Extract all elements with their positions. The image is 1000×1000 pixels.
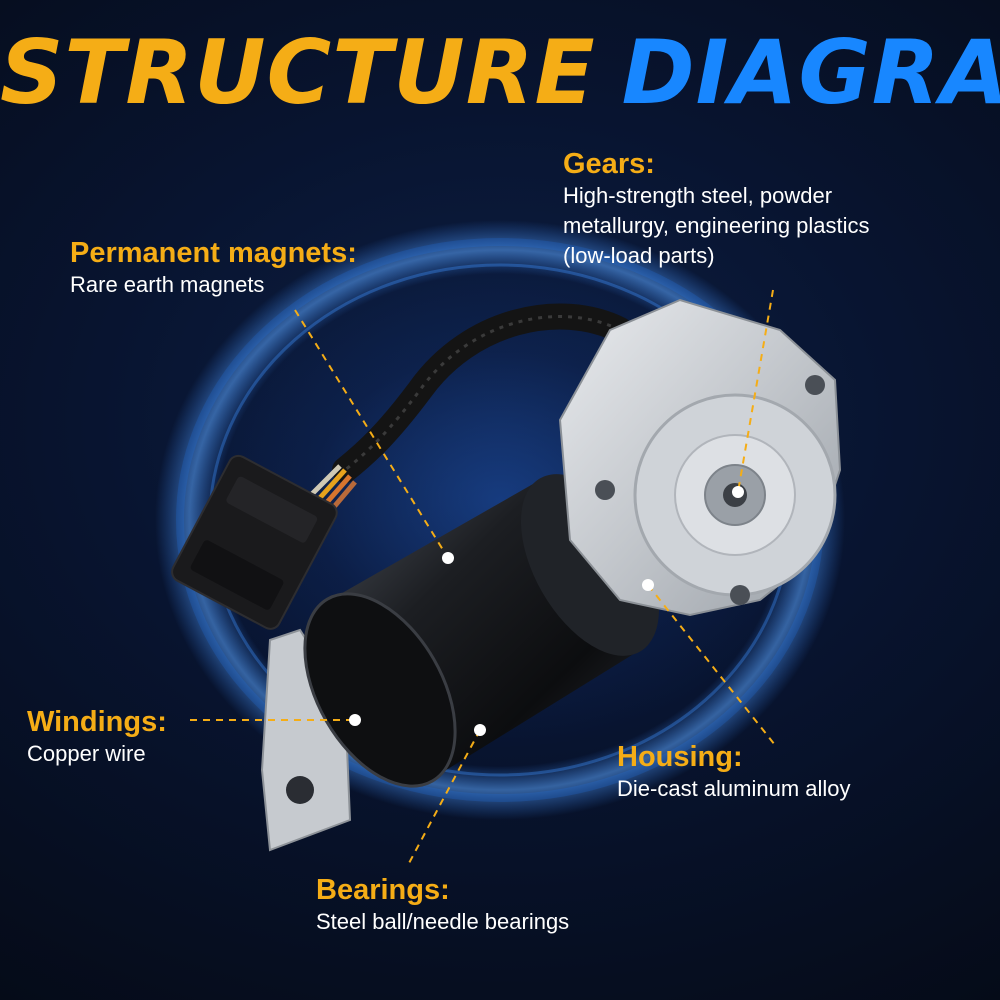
callout-housing-name: Housing:	[617, 741, 743, 773]
callout-bearings: Bearings: Steel ball/needle bearings	[316, 873, 676, 937]
callout-housing: Housing: Die-cast aluminum alloy	[617, 740, 957, 804]
marker-dot-magnets	[442, 552, 454, 564]
callout-windings-name: Windings:	[27, 706, 167, 738]
callout-bearings-name: Bearings:	[316, 874, 450, 906]
page-title: STRUCTUREDIAGRAM	[0, 18, 1000, 128]
wire-harness-highlight	[344, 315, 621, 472]
gearbox-housing	[558, 298, 842, 617]
marker-dot-bearings	[474, 724, 486, 736]
leader-line-magnets	[294, 309, 449, 559]
callout-gears-desc: High-strength steel, powder metallurgy, …	[563, 183, 870, 268]
callout-permanent-magnets: Permanent magnets: Rare earth magnets	[70, 236, 430, 300]
leader-line-gears	[737, 289, 774, 493]
callout-bearings-desc: Steel ball/needle bearings	[316, 909, 570, 934]
connector-plug	[171, 454, 338, 630]
callout-permanent-magnets-name: Permanent magnets:	[70, 237, 357, 269]
marker-dot-housing	[642, 579, 654, 591]
callout-gears-name: Gears:	[563, 148, 655, 180]
title-word-diagram: DIAGRAM	[621, 21, 1000, 124]
callout-permanent-magnets-desc: Rare earth magnets	[70, 272, 265, 297]
marker-dot-windings	[349, 714, 361, 726]
leader-lines	[190, 289, 776, 866]
title-word-structure: STRUCTURE	[0, 21, 596, 124]
callout-windings: Windings: Copper wire	[27, 705, 267, 769]
callout-gears: Gears: High-strength steel, powder metal…	[563, 147, 923, 271]
marker-dots	[349, 486, 744, 736]
callout-housing-desc: Die-cast aluminum alloy	[617, 776, 851, 801]
marker-dot-gears	[732, 486, 744, 498]
leader-line-housing	[647, 584, 776, 746]
callout-windings-desc: Copper wire	[27, 741, 146, 766]
